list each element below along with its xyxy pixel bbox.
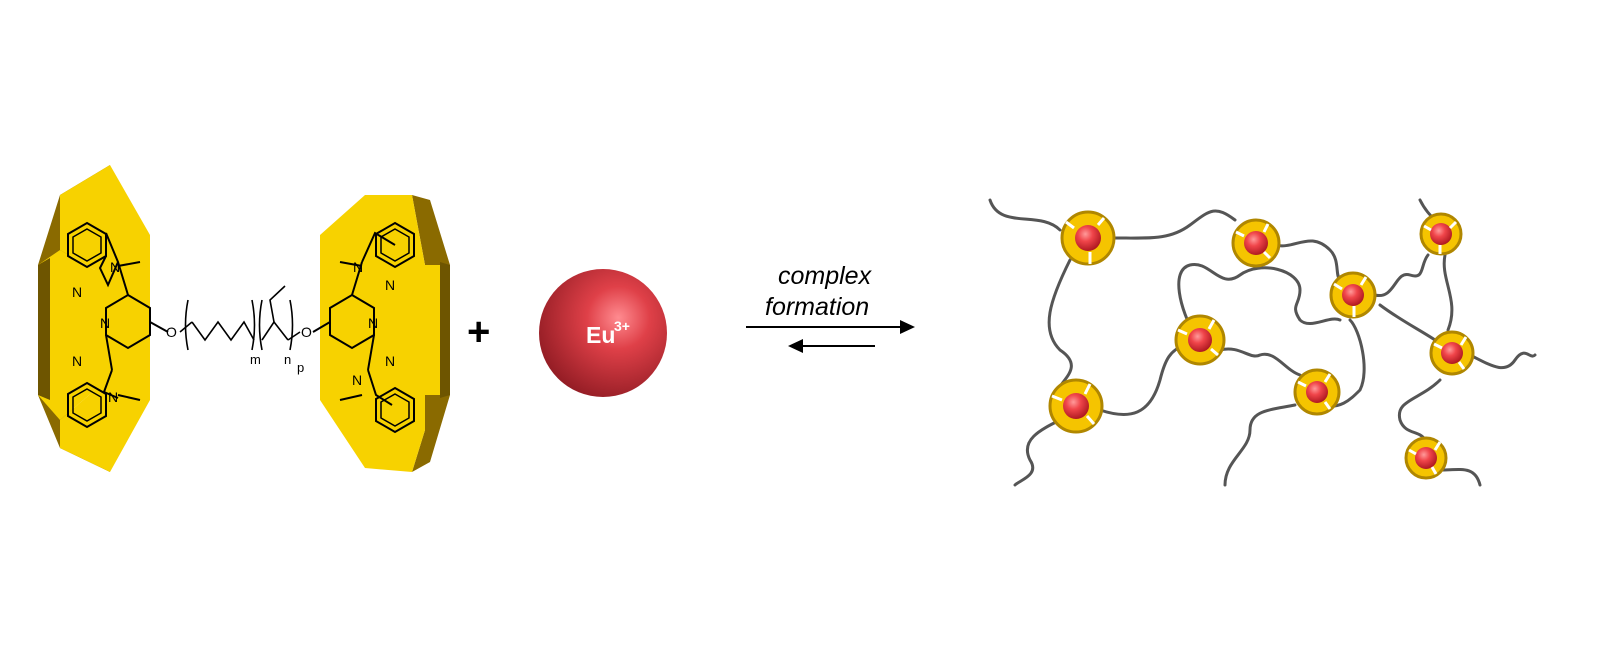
atom-label: N: [72, 353, 82, 369]
atom-label: N: [385, 353, 395, 369]
atom-label: N: [100, 315, 110, 331]
subscript-p: p: [297, 360, 304, 375]
subscript-n: n: [284, 352, 291, 367]
plus-sign: +: [467, 310, 490, 354]
atom-label: N: [368, 315, 378, 331]
polymer-linker: [179, 285, 301, 351]
complex-node-8: [1048, 378, 1104, 434]
atom-label: N: [110, 259, 120, 275]
complex-node-2: [1231, 218, 1281, 268]
complex-node-5: [1174, 314, 1226, 366]
equilibrium-arrows: complex formation: [746, 262, 915, 353]
complex-node-6: [1429, 330, 1475, 376]
complex-node-9: [1404, 436, 1448, 480]
atom-label: O: [301, 324, 312, 340]
ligand-structure: N N N N N O m n p O: [38, 165, 450, 472]
atom-label: N: [72, 284, 82, 300]
atom-label: O: [166, 324, 177, 340]
ion-charge: 3+: [614, 318, 630, 334]
atom-label: N: [108, 389, 118, 405]
ion-symbol: Eu: [586, 322, 615, 348]
subscript-m: m: [250, 352, 261, 367]
arrow-label-line2: formation: [765, 293, 869, 321]
polymer-network: [988, 198, 1537, 487]
complex-node-1: [1060, 210, 1116, 266]
complex-node-4: [1329, 271, 1377, 319]
complex-node-3: [1419, 212, 1463, 256]
atom-label: N: [353, 259, 363, 275]
arrow-label-line1: complex: [778, 262, 873, 290]
complex-node-7: [1293, 368, 1341, 416]
atom-label: N: [352, 372, 362, 388]
atom-label: N: [385, 277, 395, 293]
europium-ion: Eu 3+: [539, 269, 667, 397]
